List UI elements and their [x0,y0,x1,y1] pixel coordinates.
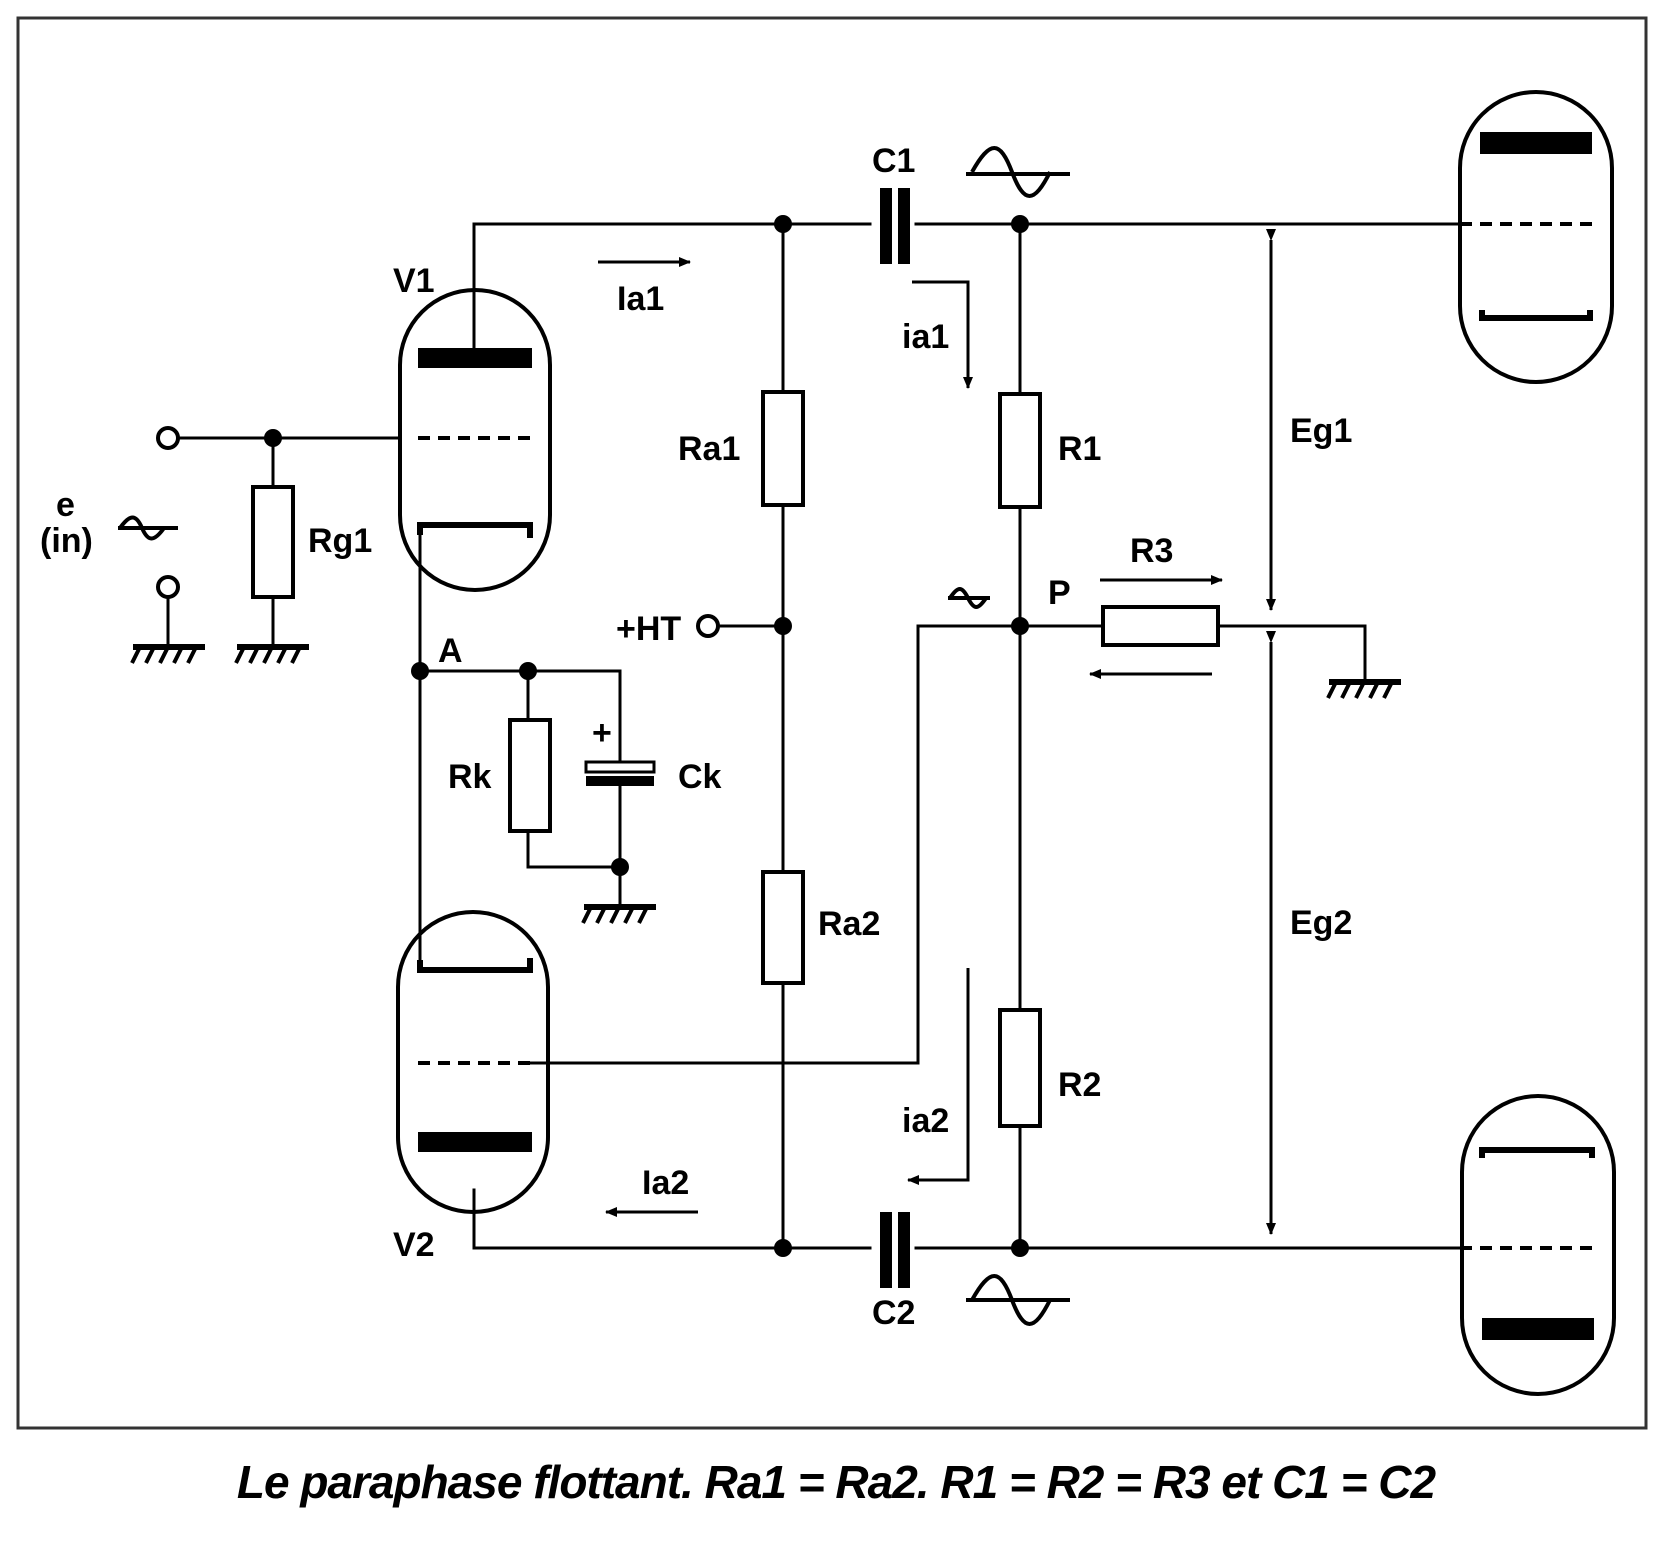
resistor-r2 [998,1008,1042,1128]
label-v1: V1 [393,262,435,300]
label-rk: Rk [448,758,492,796]
label-rg1: Rg1 [308,522,372,560]
label-ra2: Ra2 [818,905,880,943]
junction-node-a [411,662,429,680]
tube-v2-anode [418,1132,532,1152]
wire-v2-anode [472,1188,872,1250]
arrow-ia1-lower [912,280,973,389]
label-ia2-lower: Ia2 [642,1164,689,1202]
tube-out2-cathode [1479,1147,1595,1158]
label-r1: R1 [1058,430,1101,468]
ground-ck-icon [581,904,656,924]
resistor-rk [508,718,552,833]
tube-v2-envelope [396,910,550,1214]
terminal-ht [696,614,720,638]
figure-caption: Le paraphase flottant. Ra1 = Ra2. R1 = R… [236,1456,1436,1508]
tube-v1-cathode [417,522,533,538]
tube-out2-envelope [1460,1094,1616,1396]
tube-out1-envelope [1458,90,1614,384]
tube-v1-anode [418,348,532,368]
tube-out2-anode [1482,1318,1594,1340]
label-node-p: P [1048,574,1071,612]
label-eg2: Eg2 [1290,904,1352,942]
capacitor-c1-plate-a [880,188,892,264]
wire-v2-grid [526,624,1022,1065]
label-c1: C1 [872,142,915,180]
tube-out1-cathode [1479,310,1593,321]
label-ra1: Ra1 [678,430,740,468]
label-eg1: Eg1 [1290,412,1352,450]
label-ht: +HT [616,610,681,648]
resistor-rg1 [251,485,295,599]
label-v2: V2 [393,1226,435,1264]
sine-c1-icon [966,146,1070,198]
junction-ra-bottom [774,1239,792,1257]
junction-rg1 [264,429,282,447]
sine-c2-icon [966,1274,1070,1326]
sine-input-icon [118,515,178,541]
label-r2: R2 [1058,1066,1101,1104]
ground-rg1-icon [234,644,309,664]
wire-v1-anode [472,222,872,350]
junction-ht [774,617,792,635]
resistor-ra1 [761,390,805,507]
terminal-input-ground [156,575,180,599]
resistor-r1 [998,392,1042,509]
label-node-a: A [438,632,463,670]
junction-r1-top [1011,215,1029,233]
junction-r2-bottom [1011,1239,1029,1257]
capacitor-c1-plate-b [898,188,910,264]
resistor-ra2 [761,870,805,985]
tube-v1-envelope [398,288,552,592]
arrow-ia2-upper [907,968,970,1185]
capacitor-c2-plate-b [898,1212,910,1288]
capacitor-ck-negative-plate [586,776,654,786]
tube-out1-anode [1480,132,1592,154]
ground-input-icon [130,644,205,664]
diagram-frame [16,16,1648,1430]
junction-ra-top [774,215,792,233]
terminal-input-signal [156,426,180,450]
tube-v2-cathode [417,958,533,973]
capacitor-ck-positive-plate [584,760,656,774]
ground-r3-icon [1326,679,1401,699]
label-c2: C2 [872,1294,915,1332]
label-ia1-lower: ia1 [902,318,949,356]
sine-p-icon [948,587,990,609]
label-input-e: e [56,486,75,524]
label-ia2-upper: ia2 [902,1102,949,1140]
label-input-in: (in) [40,522,93,560]
junction-rk-top [519,662,537,680]
junction-ck-bottom [611,858,629,876]
resistor-r3 [1101,605,1220,647]
junction-p [1011,617,1029,635]
label-ck: Ck [678,758,722,796]
label-r3: R3 [1130,532,1173,570]
label-ia1-upper: Ia1 [617,280,664,318]
capacitor-c2-plate-a [880,1212,892,1288]
label-ck-plus: + [592,714,612,752]
